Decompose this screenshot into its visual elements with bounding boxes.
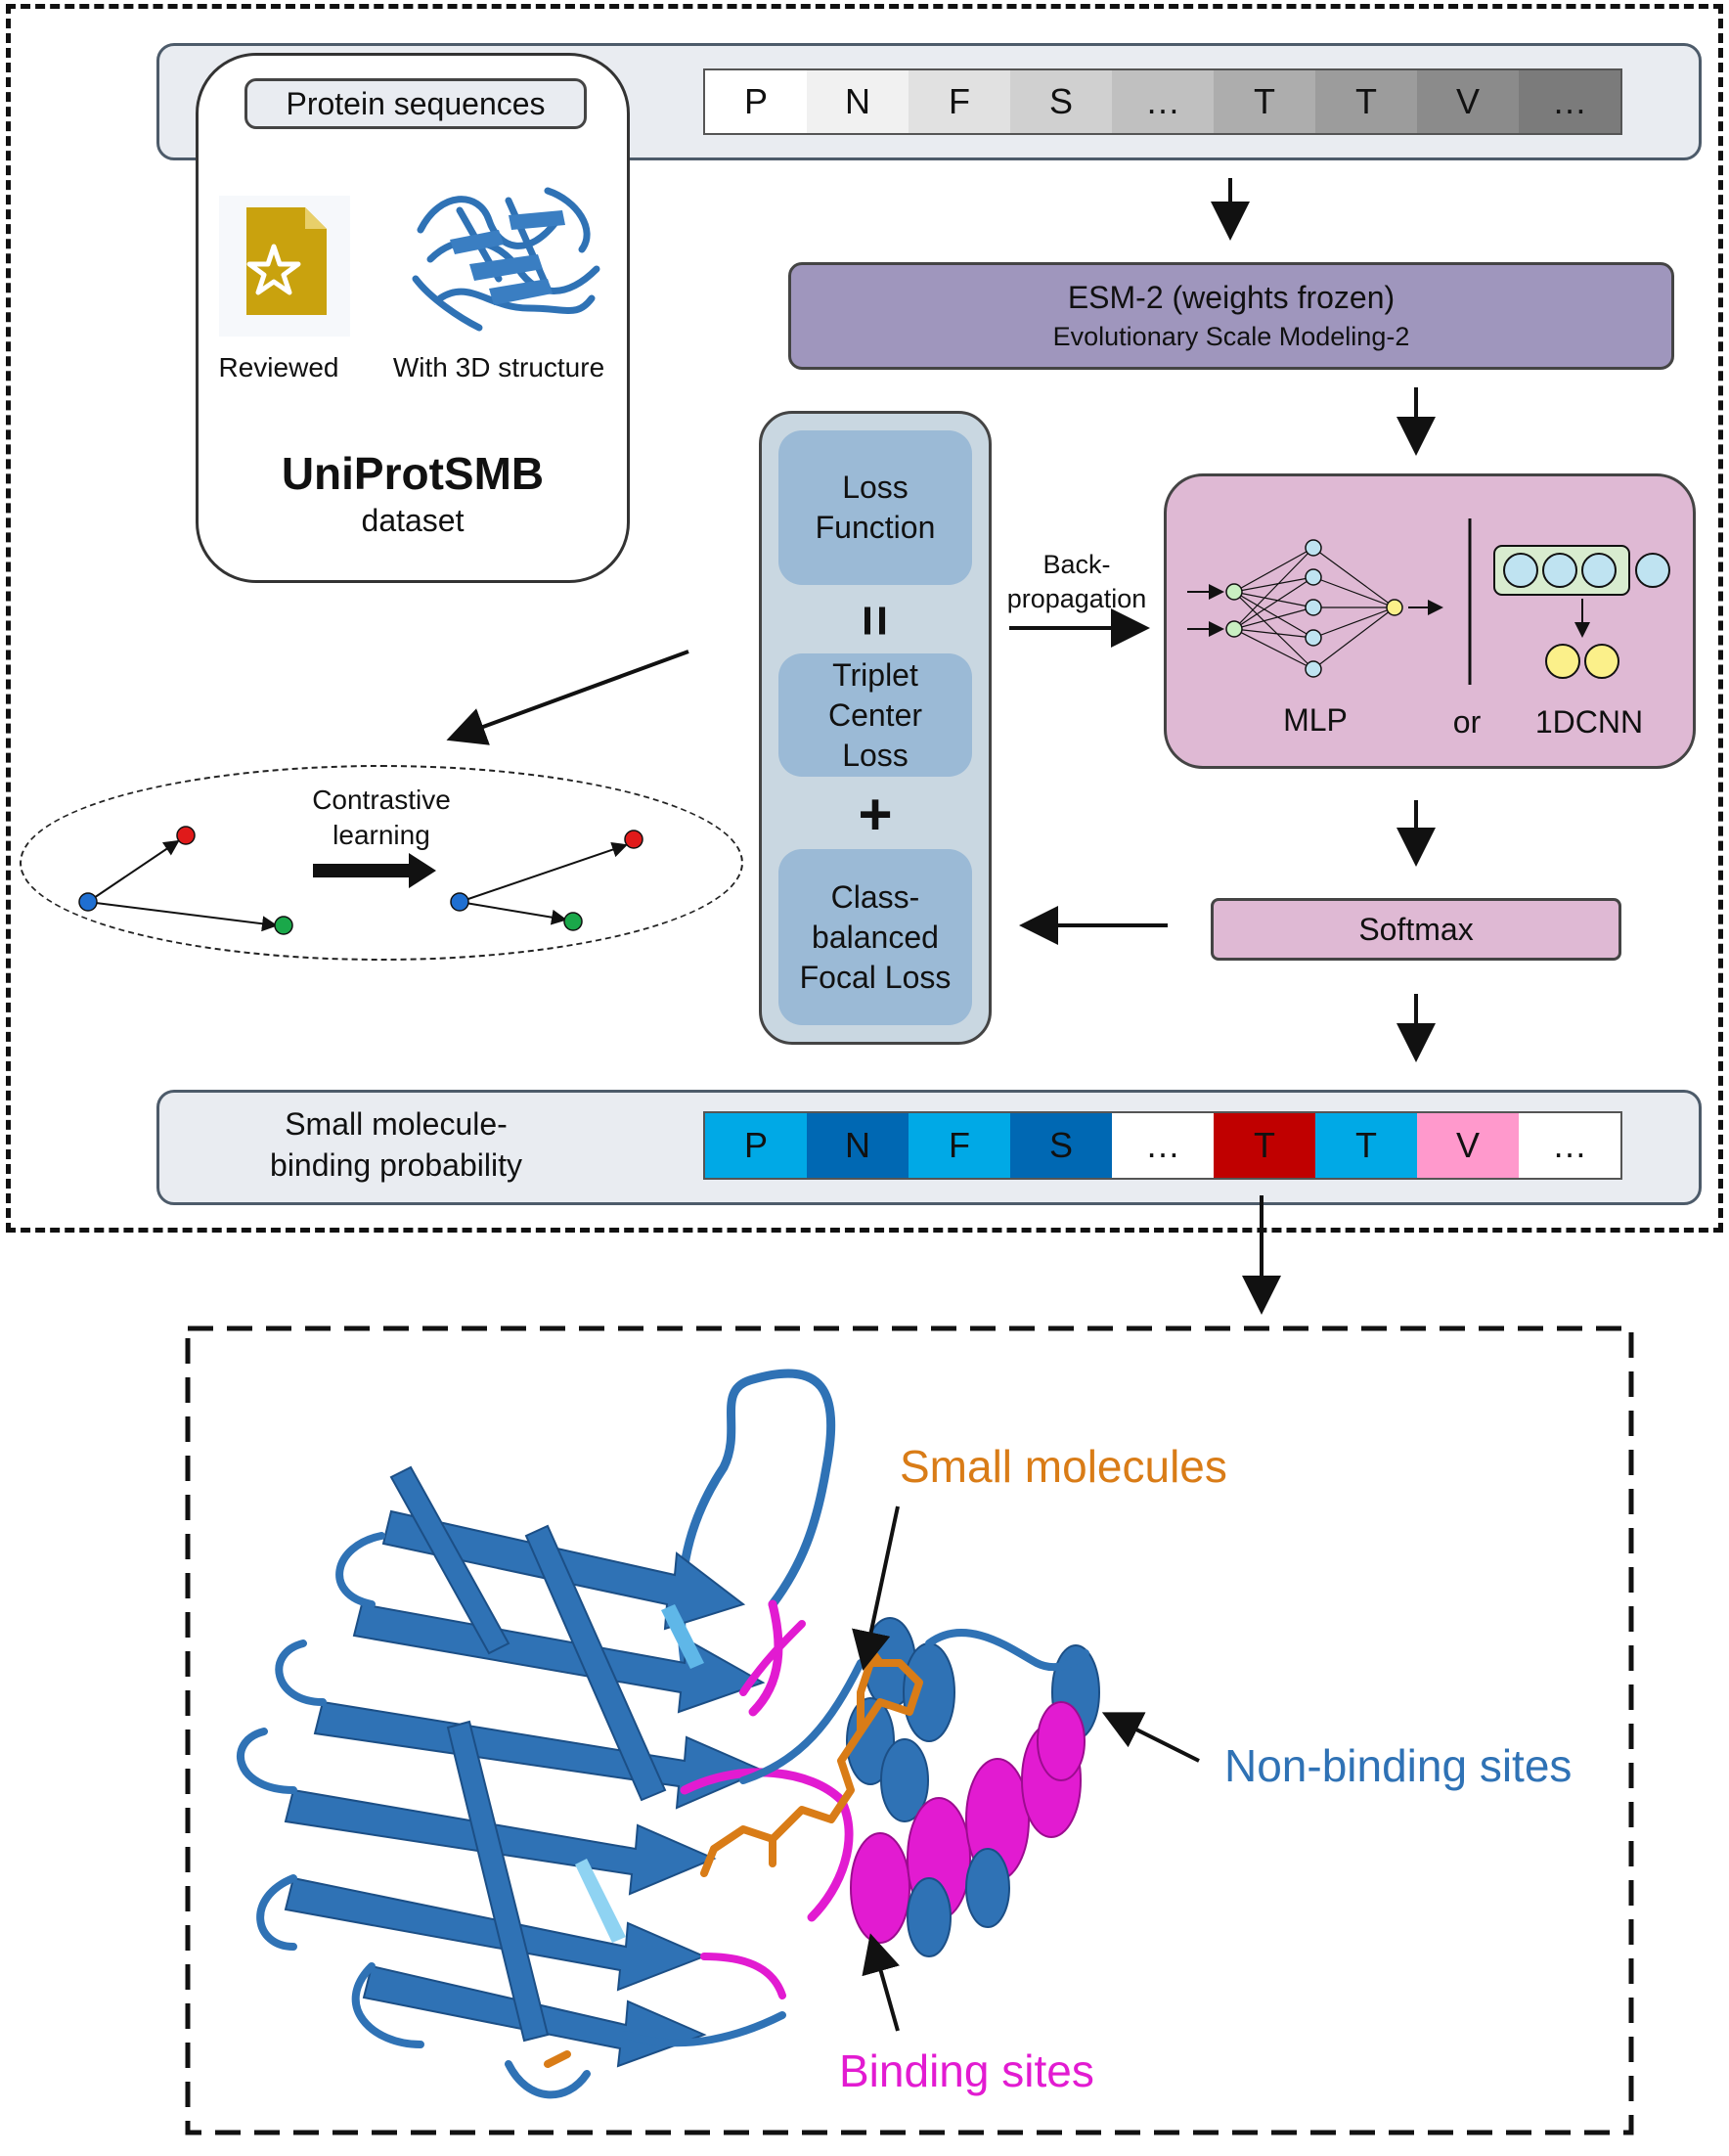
protein-structure-icon [401, 171, 616, 342]
contrastive-line1: Contrastive [312, 785, 451, 815]
binding-sites-label: Binding sites [839, 2045, 1094, 2096]
output-residue-cell: P [705, 1113, 807, 1178]
loss-function-box: Loss Function [778, 430, 972, 585]
output-residue-cell: S [1010, 1113, 1112, 1178]
input-residue-cell: P [705, 70, 807, 133]
input-residue-cell: N [807, 70, 909, 133]
mlp-edge [1233, 591, 1314, 608]
mlp-edge [1312, 576, 1396, 608]
esm2-title: ESM-2 (weights frozen) [1067, 279, 1396, 315]
input-residue-cell: … [1519, 70, 1620, 133]
mlp-edge [1312, 606, 1396, 670]
mlp-hidden-node [1305, 660, 1322, 678]
output-residue-cell: T [1214, 1113, 1315, 1178]
structure-frame [185, 1325, 1634, 2135]
mlp-hidden-node [1305, 629, 1322, 647]
small-molecules-label: Small molecules [900, 1441, 1227, 1492]
mlp-edge [1312, 547, 1396, 608]
embedding-after [450, 830, 643, 931]
mlp-output-node [1386, 599, 1403, 616]
mlp-edge [1233, 547, 1314, 630]
output-label: Small molecule- binding probability [215, 1103, 577, 1191]
input-residue-cell: … [1112, 70, 1214, 133]
arrow-small-molecules [852, 1505, 900, 1671]
output-residue-cell: F [909, 1113, 1010, 1178]
output-label-line1: Small molecule- [285, 1106, 508, 1142]
mlp-edge [1233, 576, 1314, 593]
output-residue-cell: N [807, 1113, 909, 1178]
mlp-edge [1233, 606, 1314, 630]
output-residue-cell: T [1315, 1113, 1417, 1178]
1dcnn-label: 1DCNN [1534, 703, 1644, 740]
contrastive-learning-ellipse [20, 765, 743, 961]
mlp-input-node [1225, 620, 1243, 638]
dataset-name: UniProtSMB [281, 448, 545, 499]
mlp-edge [1233, 628, 1314, 639]
input-residue-cell: T [1315, 70, 1417, 133]
mlp-edge [1233, 591, 1314, 639]
contrastive-thick-arrow-head [409, 853, 436, 888]
mlp-label: MLP [1283, 701, 1348, 738]
softmax-box: Softmax [1211, 898, 1621, 961]
mlp-hidden-node [1305, 568, 1322, 586]
mlp-hidden-node [1305, 599, 1322, 616]
input-residue-cell: F [909, 70, 1010, 133]
input-residue-cell: T [1214, 70, 1315, 133]
with-3d-structure-label: With 3D structure [392, 352, 605, 382]
triplet-center-loss-box: Triplet Center Loss [778, 653, 972, 777]
arrow-to-contrastive [446, 650, 689, 745]
dataset-subtitle: dataset [361, 502, 465, 538]
arrow-binding-sites [862, 1933, 900, 2032]
reviewed-document-icon [219, 196, 350, 337]
esm2-box [788, 262, 1674, 370]
classifier-box [1164, 473, 1696, 769]
or-label: or [1452, 703, 1482, 740]
output-label-line2: binding probability [270, 1147, 522, 1183]
mlp-edge [1233, 576, 1314, 630]
class-balanced-focal-loss-box: Class-balanced Focal Loss [778, 849, 972, 1025]
protein-structure-cartoon [237, 1369, 1100, 2099]
mlp-edge [1233, 628, 1314, 670]
arrow-non-binding-sites [1101, 1712, 1200, 1763]
input-residue-cell: V [1417, 70, 1519, 133]
contrastive-line2: learning [332, 820, 430, 850]
contrastive-learning-label: Contrastive learning [284, 783, 479, 851]
mlp-edge [1312, 606, 1396, 639]
output-residue-cell: V [1417, 1113, 1519, 1178]
protein-sequences-label: Protein sequences [244, 78, 587, 129]
output-residue-cell: … [1519, 1113, 1620, 1178]
output-residue-cell: … [1112, 1113, 1214, 1178]
mlp-hidden-node [1305, 539, 1322, 557]
mlp-network-icon [1187, 539, 1443, 678]
embedding-before [78, 826, 293, 935]
backprop-line1: Back- [1042, 550, 1111, 579]
mlp-input-node [1225, 583, 1243, 601]
esm2-subtitle: Evolutionary Scale Modeling-2 [1052, 321, 1410, 351]
model-pipeline-frame [6, 4, 1723, 1233]
mlp-edge [1233, 591, 1314, 670]
cnn-icon [1493, 545, 1670, 679]
input-residue-cell: S [1010, 70, 1112, 133]
mlp-edge [1233, 547, 1314, 593]
reviewed-label: Reviewed [218, 352, 339, 382]
non-binding-sites-label: Non-binding sites [1224, 1740, 1573, 1791]
plus-sign: + [858, 781, 893, 847]
